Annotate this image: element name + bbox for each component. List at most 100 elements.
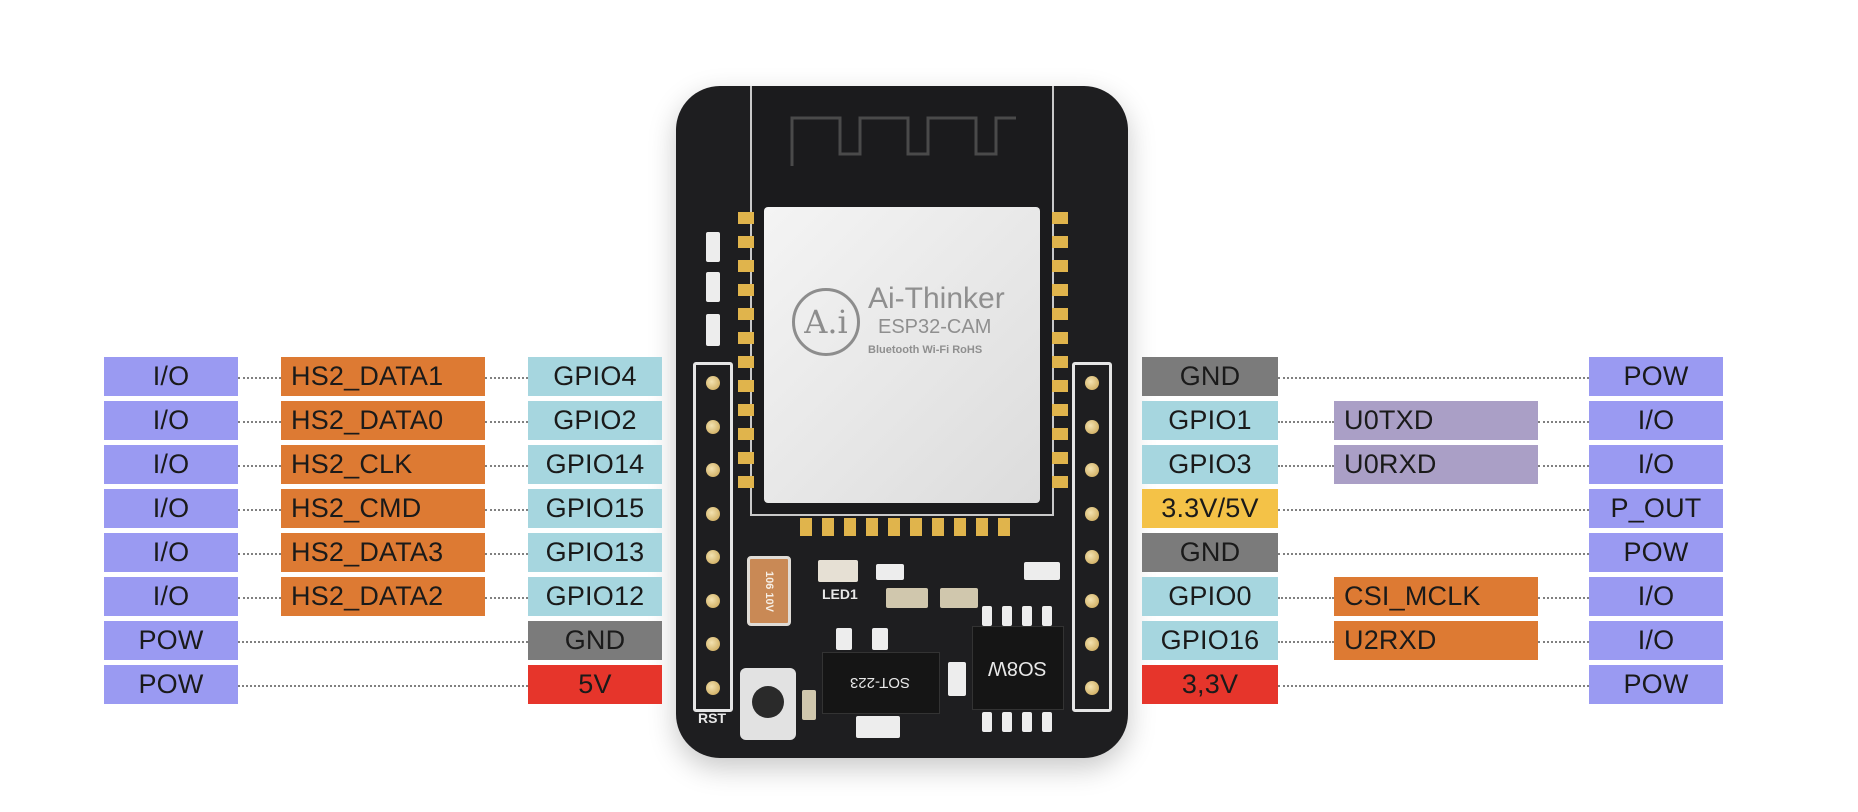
smd-resistor	[1024, 562, 1060, 580]
pin-type-label: I/O	[1589, 577, 1723, 616]
leader-line-func-pin	[485, 420, 528, 423]
leader-line-func-pin	[485, 376, 528, 379]
pin-function-label: U0TXD	[1334, 401, 1538, 440]
header-pin	[706, 419, 720, 434]
shield-certifications: Bluetooth Wi-Fi RoHS	[868, 344, 983, 356]
module-pad	[738, 452, 754, 464]
leader-line-type-func	[238, 596, 281, 599]
pin-type-label: POW	[104, 621, 238, 660]
pin-type-label: I/O	[104, 401, 238, 440]
leader-line-pin-func	[1278, 640, 1334, 643]
module-pad	[738, 380, 754, 392]
header-pin	[1085, 506, 1099, 521]
header-pin	[706, 593, 720, 608]
pcb-antenna-icon	[790, 116, 1016, 166]
leader-line-pin-func	[1278, 684, 1589, 687]
module-pad	[738, 308, 754, 320]
module-pad	[1052, 404, 1068, 416]
leader-line-type-func	[238, 640, 528, 643]
leader-line-pin-func	[1278, 464, 1334, 467]
module-pad	[932, 518, 944, 536]
shield-model: ESP32-CAM	[878, 316, 992, 338]
pin-function-label: HS2_CLK	[281, 445, 485, 484]
leader-line-type-func	[238, 420, 281, 423]
header-pin	[1085, 419, 1099, 434]
rf-shield	[764, 207, 1040, 503]
psram-chip	[972, 626, 1064, 710]
reset-button-knob	[752, 686, 784, 718]
module-pad	[866, 518, 878, 536]
pin-name-label: GPIO15	[528, 489, 662, 528]
pin-function-label: HS2_DATA1	[281, 357, 485, 396]
module-pad	[738, 332, 754, 344]
regulator-pin	[872, 628, 888, 650]
pin-type-label: P_OUT	[1589, 489, 1723, 528]
module-pad	[888, 518, 900, 536]
chip-leg	[1042, 606, 1052, 626]
module-pad	[738, 476, 754, 488]
leader-line-func-type	[1538, 596, 1589, 599]
module-pad	[738, 404, 754, 416]
module-pad	[976, 518, 988, 536]
header-pin	[1085, 463, 1099, 477]
regulator-pin	[836, 628, 852, 650]
smd-resistor	[802, 690, 816, 720]
module-pad	[1052, 332, 1068, 344]
pin-function-label: HS2_CMD	[281, 489, 485, 528]
chip-leg	[982, 606, 992, 626]
leader-line-type-func	[238, 684, 528, 687]
leader-line-type-func	[238, 508, 281, 511]
smd-resistor	[706, 232, 720, 262]
module-pad	[1052, 260, 1068, 272]
ai-thinker-logo: A.i	[792, 288, 860, 356]
leader-line-func-type	[1538, 640, 1589, 643]
module-pad	[738, 356, 754, 368]
module-pad	[738, 236, 754, 248]
leader-line-type-func	[238, 552, 281, 555]
chip-leg	[982, 712, 992, 732]
chip-leg	[1002, 606, 1012, 626]
smd-resistor	[948, 662, 966, 696]
smd-resistor	[940, 588, 978, 608]
pin-type-label: I/O	[104, 577, 238, 616]
pin-type-label: POW	[104, 665, 238, 704]
header-pin	[706, 506, 720, 521]
chip-leg	[1022, 606, 1032, 626]
leader-line-func-type	[1538, 464, 1589, 467]
module-pad	[1052, 380, 1068, 392]
pin-name-label: 3.3V/5V	[1142, 489, 1278, 528]
pin-type-label: I/O	[1589, 445, 1723, 484]
pin-function-label: U0RXD	[1334, 445, 1538, 484]
regulator-tab	[856, 716, 900, 738]
smd-resistor	[886, 588, 928, 608]
pin-name-label: 5V	[528, 665, 662, 704]
module-pad	[910, 518, 922, 536]
module-pad	[998, 518, 1010, 536]
module-pad	[800, 518, 812, 536]
right-pin-header	[1072, 362, 1112, 712]
leader-line-func-pin	[485, 464, 528, 467]
chip-leg	[1002, 712, 1012, 732]
pin-function-label: U2RXD	[1334, 621, 1538, 660]
pin-function-label: HS2_DATA0	[281, 401, 485, 440]
pin-name-label: GPIO2	[528, 401, 662, 440]
pin-type-label: POW	[1589, 665, 1723, 704]
psram-label: SO8W	[988, 657, 1047, 679]
module-pad	[1052, 308, 1068, 320]
led-label: LED1	[822, 586, 858, 602]
leader-line-func-pin	[485, 508, 528, 511]
pin-name-label: GND	[1142, 533, 1278, 572]
module-pad	[1052, 236, 1068, 248]
pin-type-label: I/O	[104, 533, 238, 572]
smd-resistor	[706, 314, 720, 346]
header-pin	[1085, 593, 1099, 608]
header-pin	[706, 550, 720, 564]
header-pin	[706, 680, 720, 695]
module-pad	[1052, 476, 1068, 488]
smd-resistor	[876, 564, 904, 580]
module-pad	[1052, 284, 1068, 296]
leader-line-func-type	[1538, 420, 1589, 423]
header-pin	[1085, 637, 1099, 651]
pin-function-label: CSI_MCLK	[1334, 577, 1538, 616]
